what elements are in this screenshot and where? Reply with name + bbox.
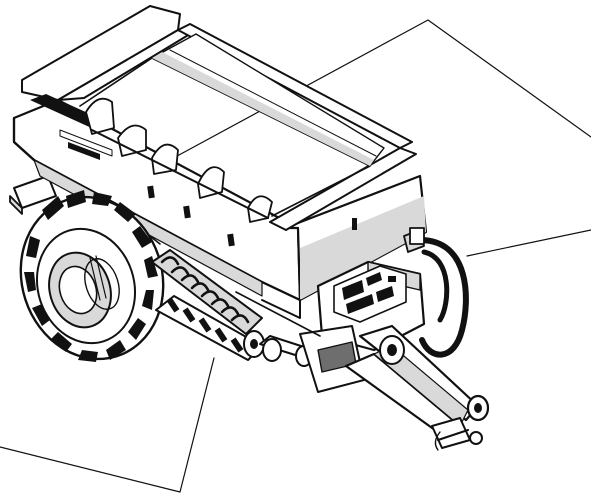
body-outline (12, 116, 321, 337)
auger-conveyor (151, 249, 265, 361)
callout-top-right (154, 19, 591, 169)
callout-lines (0, 19, 591, 493)
beater-paddles (85, 97, 273, 223)
hopper-body (12, 5, 428, 302)
hitch-tongue (259, 324, 490, 451)
control-housing (316, 227, 469, 358)
callout-right (466, 229, 591, 257)
rear-bracket (9, 175, 81, 215)
callout-bottom-left (0, 357, 215, 493)
wheel-assembly (19, 190, 165, 362)
